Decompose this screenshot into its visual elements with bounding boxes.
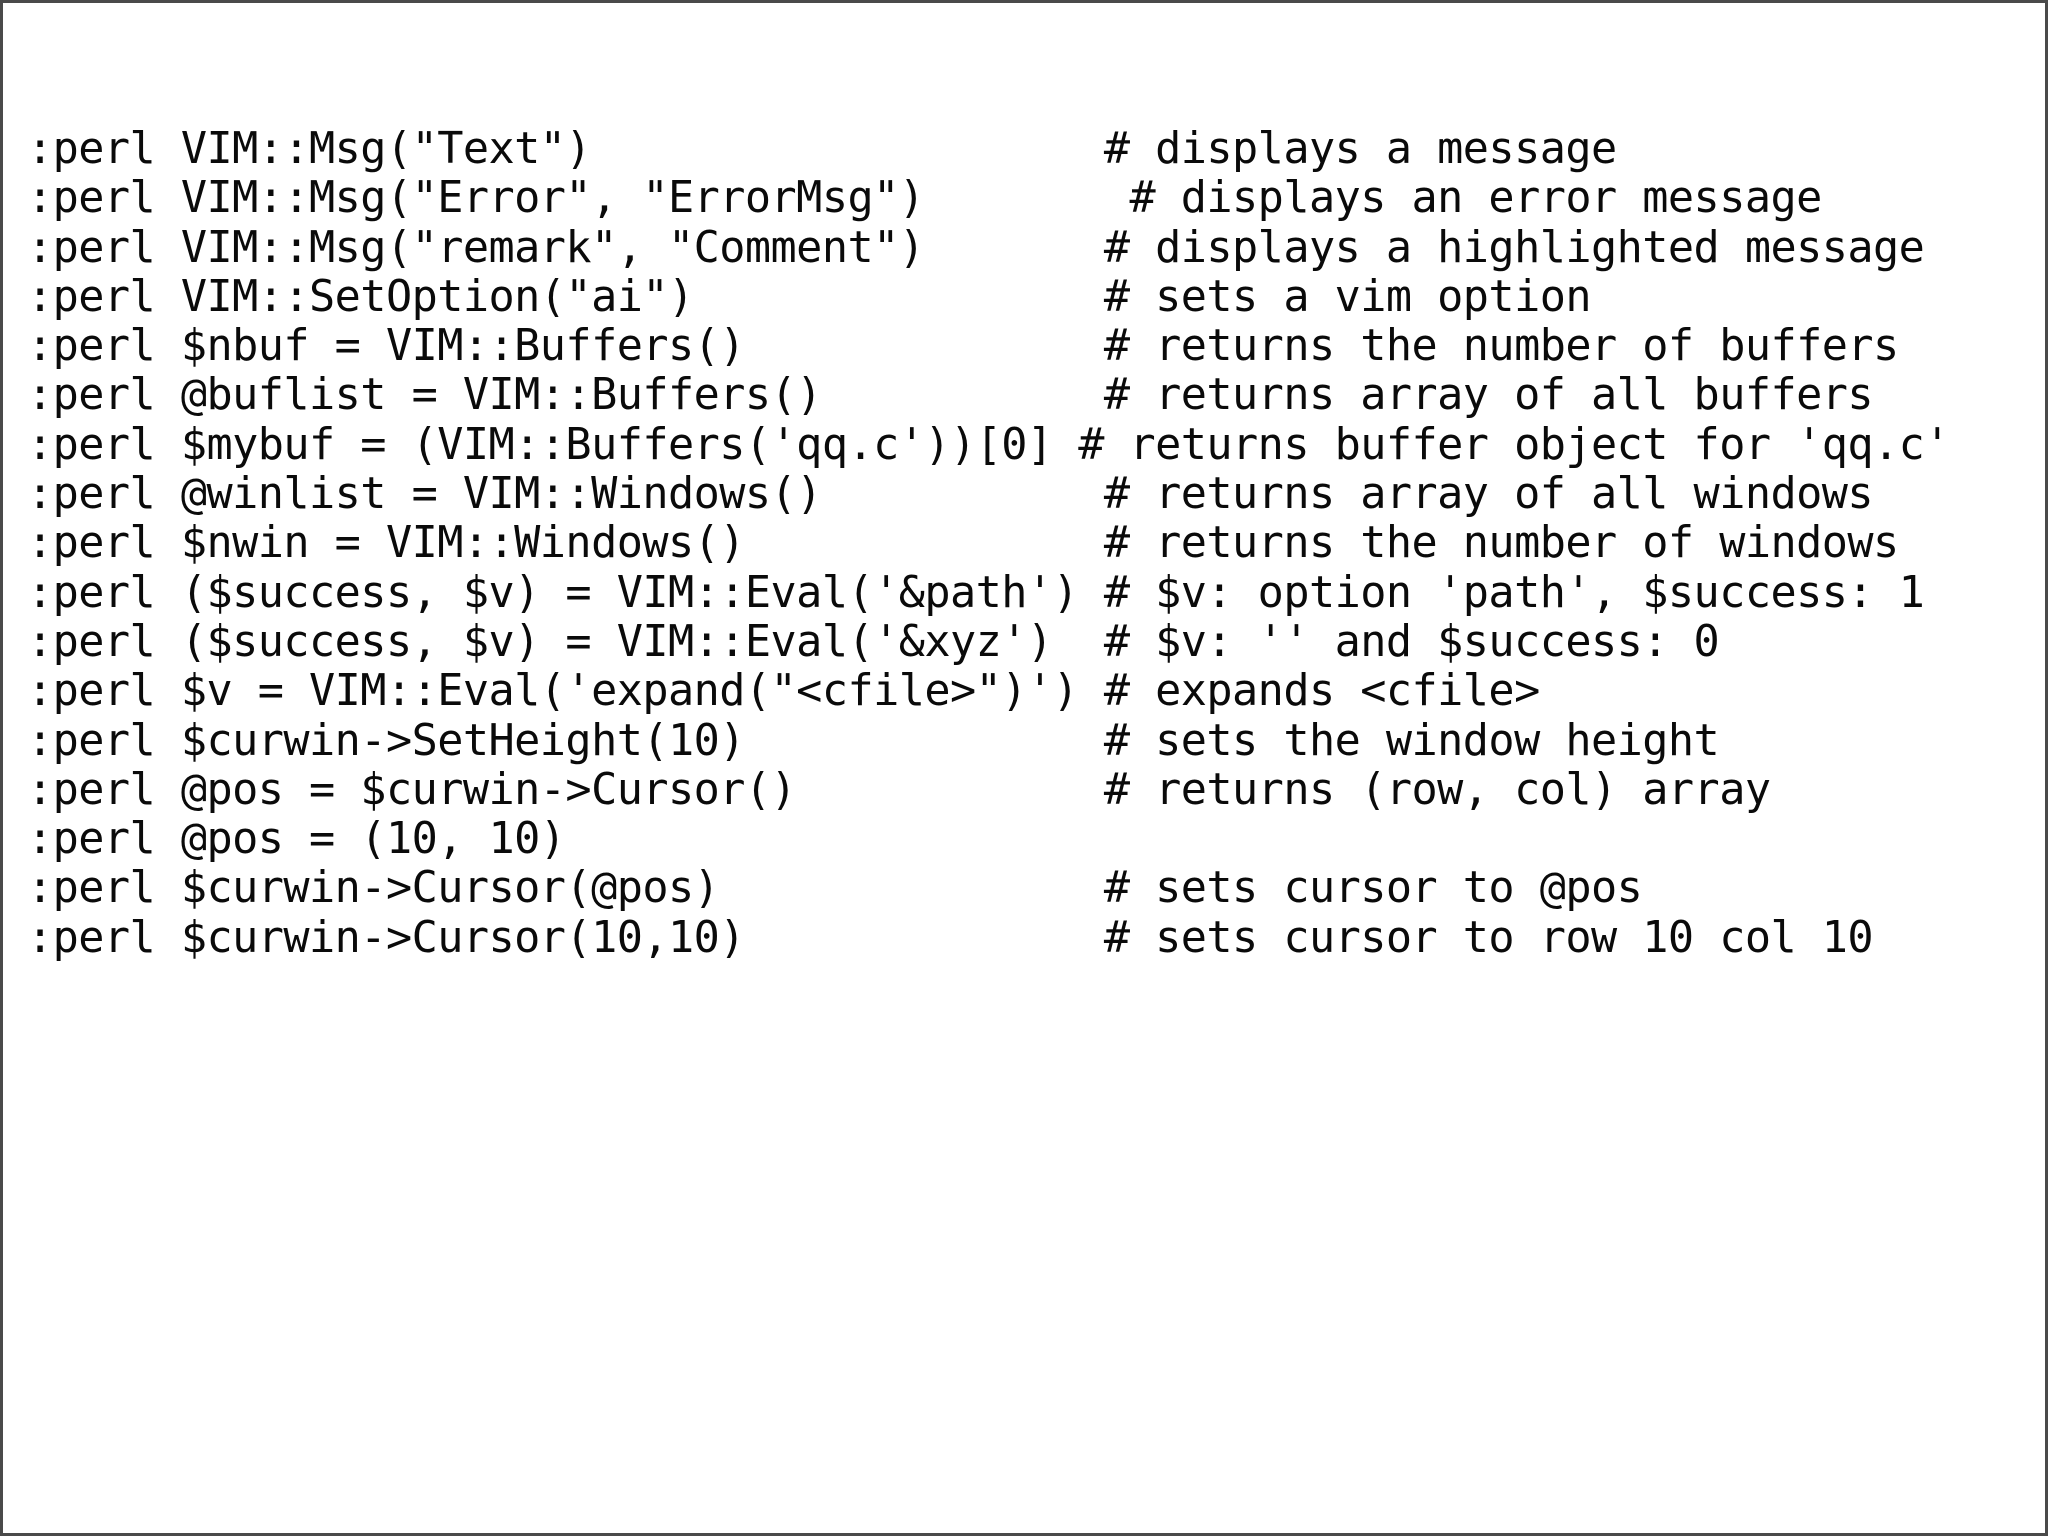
code-line: :perl @winlist = VIM::Windows() # return…: [27, 470, 1874, 520]
code-line: :perl VIM::Msg("Error", "ErrorMsg") # di…: [27, 174, 1822, 224]
code-line: :perl $v = VIM::Eval('expand("<cfile>")'…: [27, 667, 1540, 717]
code-line: :perl ($success, $v) = VIM::Eval('&path'…: [27, 568, 1925, 618]
code-line: :perl $curwin->Cursor(@pos) # sets curso…: [27, 864, 1643, 914]
code-line: :perl $curwin->Cursor(10,10) # sets curs…: [27, 913, 1874, 963]
code-line: :perl ($success, $v) = VIM::Eval('&xyz')…: [27, 617, 1720, 667]
code-line: :perl VIM::Msg("remark", "Comment") # di…: [27, 223, 1925, 273]
code-block: :perl VIM::Msg("Text") # displays a mess…: [27, 125, 2045, 963]
code-line: :perl @pos = (10, 10): [27, 815, 566, 865]
code-line: :perl $nbuf = VIM::Buffers() # returns t…: [27, 322, 1899, 372]
code-line: :perl $curwin->SetHeight(10) # sets the …: [27, 716, 1720, 766]
code-line: :perl VIM::Msg("Text") # displays a mess…: [27, 125, 1617, 174]
code-line: :perl VIM::SetOption("ai") # sets a vim …: [27, 272, 1592, 322]
code-line: :perl @buflist = VIM::Buffers() # return…: [27, 371, 1874, 421]
code-line: :perl @pos = $curwin->Cursor() # returns…: [27, 765, 1771, 815]
code-line: :perl $mybuf = (VIM::Buffers('qq.c'))[0]…: [27, 420, 1951, 470]
code-line: :perl $nwin = VIM::Windows() # returns t…: [27, 519, 1899, 569]
